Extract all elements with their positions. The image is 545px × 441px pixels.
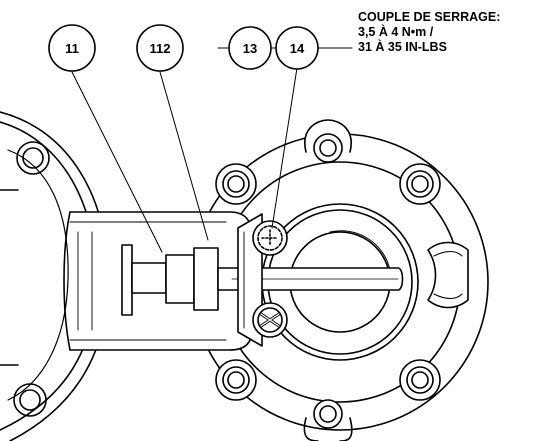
callout-11-label: 11	[65, 41, 79, 56]
torque-note-metric: 3,5 À 4 N•m /	[358, 25, 434, 39]
side-tab-right	[427, 241, 469, 309]
stem-assembly	[121, 244, 404, 316]
screw-upper	[252, 220, 288, 256]
callout-14-label: 14	[290, 41, 305, 56]
callout-13-label: 13	[243, 41, 257, 56]
bolt-lug-top	[304, 119, 352, 163]
callout-14: 14	[275, 26, 319, 70]
callout-112: 112	[136, 24, 184, 72]
bolt-lug-top-right	[399, 163, 441, 205]
leader-lines	[71, 47, 353, 253]
bolt-lug-bottom-left	[215, 359, 257, 401]
bolt-lug-bottom-right	[399, 359, 441, 401]
callout-13: 13	[228, 26, 272, 70]
torque-note-imperial: 31 À 35 IN-LBS	[358, 40, 447, 54]
bolt-lug-top-left	[215, 163, 257, 205]
screw-lower	[252, 302, 288, 338]
callout-11: 11	[48, 24, 96, 72]
torque-note-heading: COUPLE DE SERRAGE:	[358, 10, 501, 24]
bolt-lug-bottom	[303, 399, 353, 441]
callout-112-label: 112	[150, 41, 171, 56]
